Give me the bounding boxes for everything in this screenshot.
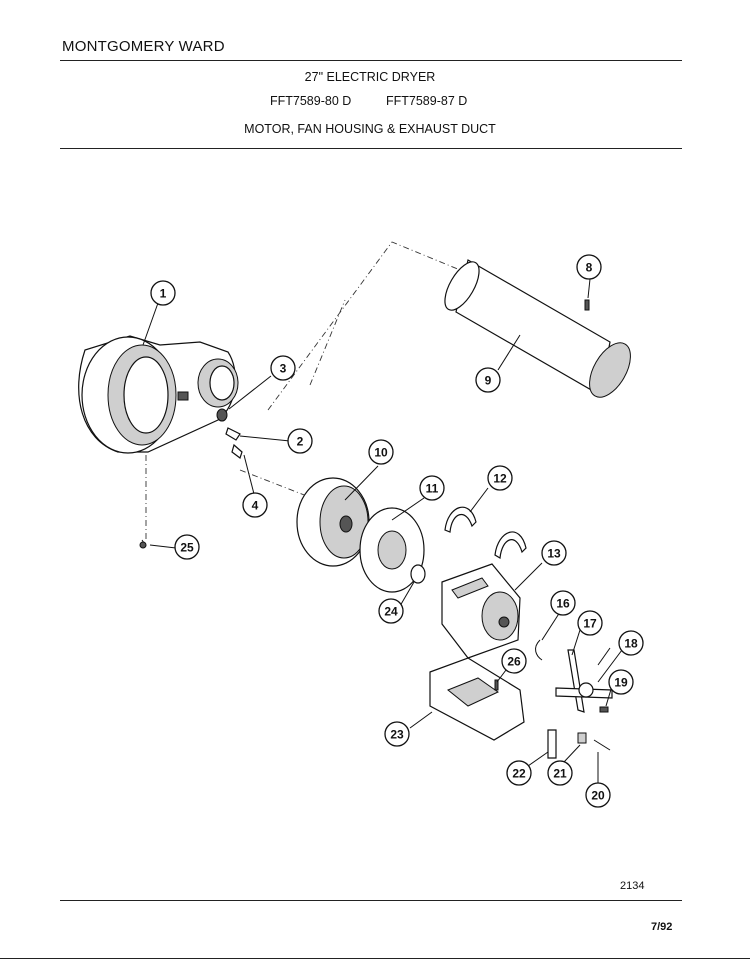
svg-text:19: 19 — [614, 676, 628, 690]
callout-24: 24 — [378, 598, 404, 624]
callout-18: 18 — [618, 630, 644, 656]
svg-text:1: 1 — [160, 287, 167, 301]
callout-17: 17 — [577, 610, 603, 636]
callout-26: 26 — [501, 648, 527, 674]
callout-2: 2 — [287, 428, 313, 454]
pulley-plate-part — [359, 507, 426, 593]
fan-housing-part — [78, 335, 239, 454]
svg-text:8: 8 — [586, 261, 593, 275]
callout-13: 13 — [541, 540, 567, 566]
callout-20: 20 — [585, 782, 611, 808]
header-rule — [60, 148, 682, 149]
callout-12: 12 — [487, 465, 513, 491]
top-rule — [60, 60, 682, 61]
brand-name: MONTGOMERY WARD — [62, 38, 225, 55]
svg-text:17: 17 — [583, 617, 597, 631]
callout-23: 23 — [384, 721, 410, 747]
leader-lines — [142, 278, 623, 784]
callout-16: 16 — [550, 590, 576, 616]
callout-11: 11 — [419, 475, 445, 501]
callout-19: 19 — [608, 669, 634, 695]
svg-text:3: 3 — [280, 362, 287, 376]
exhaust-duct-part — [444, 259, 631, 398]
svg-text:21: 21 — [553, 767, 567, 781]
blower-wheel-part — [296, 477, 370, 567]
revision-date: 7/92 — [651, 921, 673, 933]
callout-1: 1 — [150, 280, 176, 306]
callout-4: 4 — [242, 492, 268, 518]
callout-22: 22 — [506, 760, 532, 786]
drive-motor-part — [441, 563, 521, 659]
callout-8: 8 — [576, 254, 602, 280]
section-title: MOTOR, FAN HOUSING & EXHAUST DUCT — [244, 122, 496, 136]
motor-mount-part — [429, 657, 525, 741]
svg-text:24: 24 — [384, 605, 398, 619]
svg-text:10: 10 — [374, 446, 388, 460]
model-number-1: FFT7589-80 D — [270, 94, 352, 108]
svg-text:23: 23 — [390, 728, 404, 742]
motor-clamps-part — [444, 506, 527, 560]
hardware-parts — [139, 408, 243, 549]
model-number-2: FFT7589-87 D — [386, 94, 468, 108]
callout-9: 9 — [475, 367, 501, 393]
product-title: 27" ELECTRIC DRYER — [304, 70, 436, 84]
callout-25: 25 — [174, 534, 200, 560]
svg-text:16: 16 — [556, 597, 570, 611]
callout-21: 21 — [547, 760, 573, 786]
figure-number: 2134 — [620, 880, 645, 892]
svg-text:18: 18 — [624, 637, 638, 651]
idler-spring-parts — [547, 729, 611, 759]
svg-text:26: 26 — [507, 655, 521, 669]
svg-text:13: 13 — [547, 547, 561, 561]
svg-text:20: 20 — [591, 789, 605, 803]
svg-text:25: 25 — [180, 541, 194, 555]
svg-text:2: 2 — [297, 435, 304, 449]
page-bottom-rule — [0, 958, 750, 959]
callout-10: 10 — [368, 439, 394, 465]
svg-text:12: 12 — [493, 472, 507, 486]
svg-text:11: 11 — [426, 482, 439, 496]
svg-text:4: 4 — [252, 499, 259, 513]
footer-rule — [60, 900, 682, 901]
svg-text:22: 22 — [512, 767, 526, 781]
idler-assembly-part — [535, 639, 613, 713]
svg-text:9: 9 — [485, 374, 492, 388]
callout-3: 3 — [270, 355, 296, 381]
